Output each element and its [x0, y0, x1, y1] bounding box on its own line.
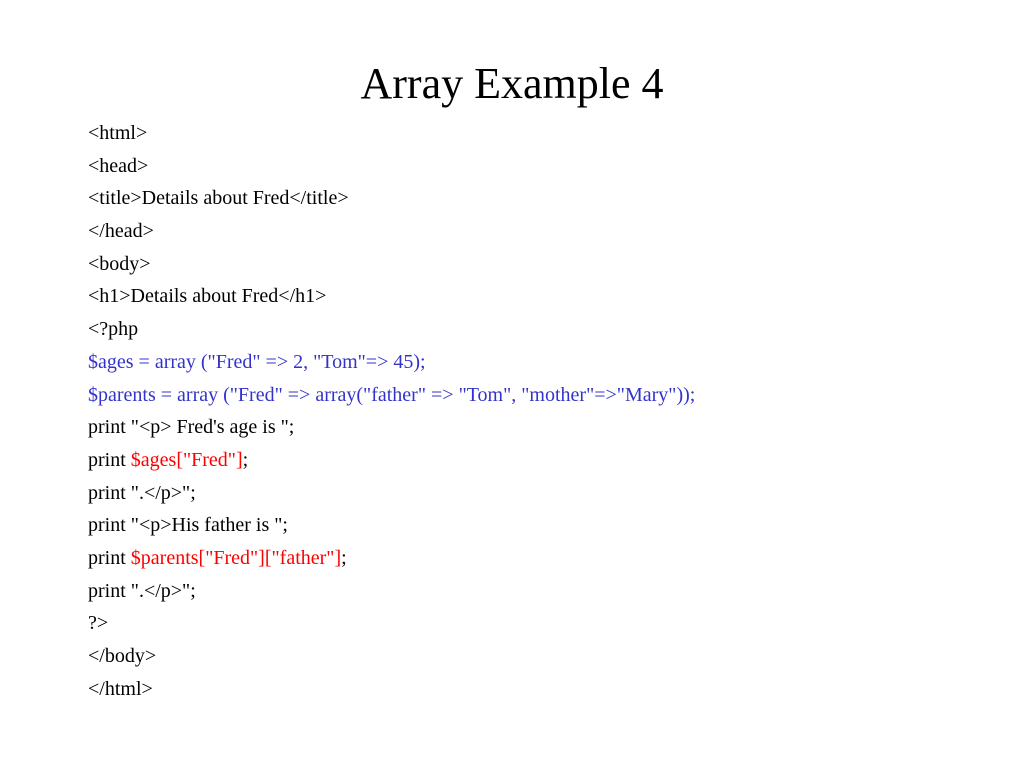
code-text: </body>: [88, 645, 157, 667]
code-text: <html>: [88, 122, 148, 144]
code-line: <head>: [88, 150, 695, 183]
code-line: </body>: [88, 640, 695, 673]
code-text: print "<p> Fred's age is ";: [88, 416, 295, 439]
code-line: <?php: [88, 313, 695, 346]
code-highlight: $parents["Fred"]["father"]: [130, 546, 342, 569]
code-text: print "<p>His father is ";: [88, 514, 288, 537]
php-code-text: $parents = array ("Fred" => array("fathe…: [88, 383, 696, 406]
code-line: $ages = array ("Fred" => 2, "Tom"=> 45);: [88, 346, 695, 379]
code-line: <body>: [88, 248, 695, 281]
code-text: <?php: [88, 318, 139, 341]
code-line: </head>: [88, 215, 695, 248]
code-highlight: $ages["Fred"]: [130, 448, 243, 471]
code-text: ?>: [88, 612, 109, 635]
code-text: ;: [242, 448, 249, 471]
code-text: <body>: [88, 252, 151, 275]
code-text: print: [88, 448, 131, 471]
code-line: print "<p>His father is ";: [88, 509, 695, 542]
code-text: </head>: [88, 220, 154, 243]
code-text: ;: [341, 546, 347, 569]
slide-title: Array Example 4: [360, 59, 664, 108]
code-line: <title>Details about Fred</title>: [88, 182, 695, 215]
code-line: print ".</p>";: [88, 575, 695, 608]
code-line: <h1>Details about Fred</h1>: [88, 280, 695, 313]
code-line: print "<p> Fred's age is ";: [88, 411, 695, 444]
code-text: print: [88, 546, 131, 569]
code-text: <h1>Details about Fred</h1>: [88, 285, 327, 308]
code-line: print $parents["Fred"]["father"];: [88, 542, 695, 575]
code-text: print ".</p>";: [88, 481, 196, 504]
code-line: $parents = array ("Fred" => array("fathe…: [88, 379, 695, 412]
code-text: <head>: [88, 154, 149, 177]
code-text: </html>: [88, 677, 153, 700]
code-line: print $ages["Fred"];: [88, 444, 695, 477]
code-text: <title>Details about Fred</title>: [88, 187, 349, 210]
code-line: <html>: [88, 117, 695, 150]
php-code-text: $ages = array ("Fred" => 2, "Tom"=> 45);: [88, 350, 426, 373]
code-line: ?>: [88, 607, 695, 640]
code-line: </html>: [88, 673, 695, 706]
code-line: print ".</p>";: [88, 477, 695, 510]
code-text: print ".</p>";: [88, 579, 196, 602]
code-listing: <html> <head> <title>Details about Fred</t…: [88, 117, 695, 705]
